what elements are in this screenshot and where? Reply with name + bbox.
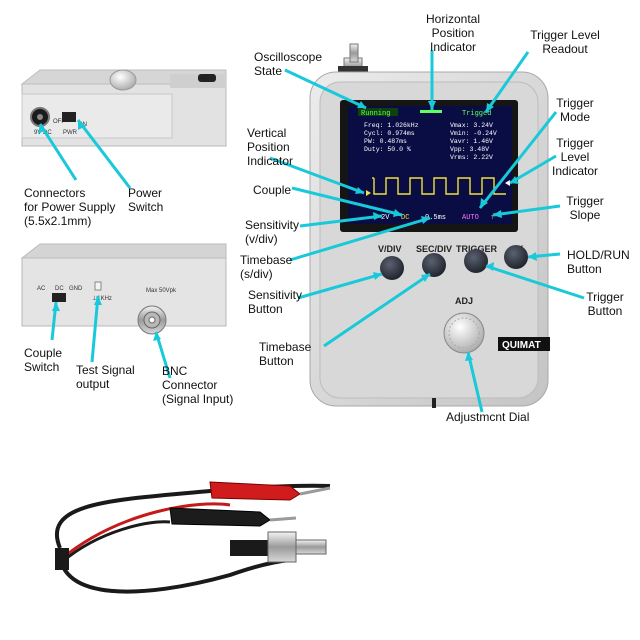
adj-label: ADJ xyxy=(455,296,473,306)
pointer-lines xyxy=(38,50,585,413)
test-signal-pin xyxy=(94,281,102,291)
screen-state: Running xyxy=(361,110,390,118)
vmin-line: Vmin: -0.24V xyxy=(450,130,497,137)
pw-line: PW: 0.487ms xyxy=(364,138,407,145)
secdiv-button[interactable] xyxy=(422,253,446,277)
duty-line: Duty: 50.0 % xyxy=(364,146,411,153)
brand-logo: QUIMAT xyxy=(502,340,541,351)
secdiv-button-label: SEC/DIV xyxy=(416,244,452,254)
freq-line: Freq: 1.026kHz xyxy=(364,122,419,129)
slope-value: ↑ xyxy=(490,214,494,222)
vrms-line: Vrms: 2.22V xyxy=(450,154,493,161)
power-panel-photo: 9V DC OFF ON PWR xyxy=(20,69,227,147)
mode-value: AUTO xyxy=(462,214,479,222)
screen-trig-label: Trigged xyxy=(462,110,491,118)
vertical-position-marker xyxy=(366,190,371,196)
adjustment-dial[interactable] xyxy=(443,312,485,354)
power-switch[interactable] xyxy=(62,112,76,122)
oscilloscope-device: Running Trigged Freq: 1.026kHz Cycl: 0.9… xyxy=(309,43,550,408)
vdiv-button-label: V/DIV xyxy=(378,244,402,254)
label-adjustment-dial: Adjustmcnt Dial xyxy=(446,410,530,424)
ok-button[interactable] xyxy=(504,245,528,269)
label-timebase: Timebase(s/div) xyxy=(240,253,293,281)
trigger-button[interactable] xyxy=(464,249,488,273)
couple-value: DC xyxy=(401,214,409,222)
switch-name-label: PWR xyxy=(63,130,78,136)
label-sensitivity: Sensitivity(v/div) xyxy=(245,218,300,246)
vdiv-button[interactable] xyxy=(380,256,404,280)
dc-label: DC xyxy=(55,286,64,292)
test-signal-label: ⊥1KHz xyxy=(92,295,112,302)
max-label: Max 50Vpk xyxy=(146,288,177,294)
sensitivity-value: 2V xyxy=(381,214,390,222)
top-knob-icon xyxy=(109,69,137,91)
timebase-value: 0.5ms xyxy=(425,214,446,222)
vpp-line: Vpp: 3.48V xyxy=(450,146,489,153)
gnd-label: GND xyxy=(69,286,83,292)
pointer-arrowheads xyxy=(38,101,537,361)
trigger-button-label: TRIGGER xyxy=(456,244,498,254)
switch-off-label: OFF xyxy=(53,119,65,125)
cycl-line: Cycl: 0.974ms xyxy=(364,130,415,137)
trigger-level-marker xyxy=(505,180,510,186)
vmax-line: Vmax: 3.24V xyxy=(450,122,493,129)
label-couple: Couple xyxy=(253,183,292,197)
jack-label: 9V DC xyxy=(34,130,52,136)
probe-cable xyxy=(55,481,331,594)
waveform-trace xyxy=(372,177,506,195)
vavr-line: Vavr: 1.46V xyxy=(450,138,493,145)
ac-label: AC xyxy=(37,286,46,292)
couple-switch[interactable] xyxy=(52,293,66,302)
